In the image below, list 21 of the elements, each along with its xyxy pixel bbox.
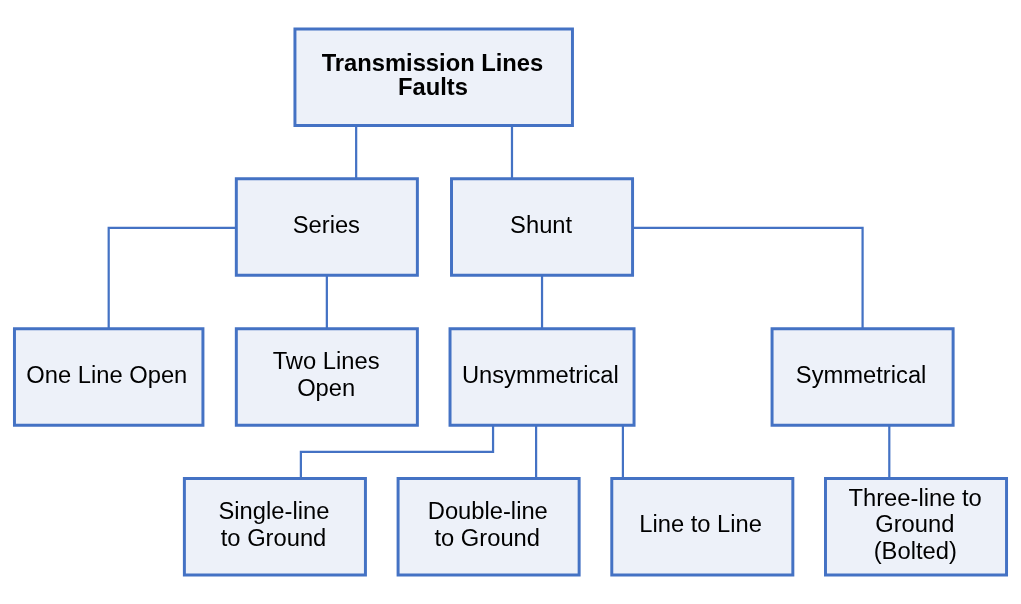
connector (325, 275, 328, 329)
node-box: Line to Line (610, 477, 795, 577)
node-box: Double-line to Ground (396, 477, 581, 577)
node-box: Two Lines Open (234, 327, 419, 427)
connector (299, 425, 495, 479)
connector (535, 425, 538, 479)
connector (540, 275, 544, 329)
connector (621, 425, 625, 479)
node-box: One Line Open (12, 327, 205, 427)
node-box: Series (234, 177, 419, 277)
connector (355, 125, 358, 179)
node-box: Three-line to Ground (Bolted) (824, 477, 1009, 577)
connector (888, 425, 891, 479)
node-box: Unsymmetrical (448, 327, 636, 427)
connector (632, 226, 864, 329)
node-box: Shunt (450, 177, 635, 277)
connector (107, 226, 237, 329)
node-box: Single-line to Ground (182, 477, 367, 577)
connector (510, 125, 514, 179)
node-box: Symmetrical (770, 327, 955, 427)
node-box: Transmission Lines Faults (293, 27, 574, 127)
